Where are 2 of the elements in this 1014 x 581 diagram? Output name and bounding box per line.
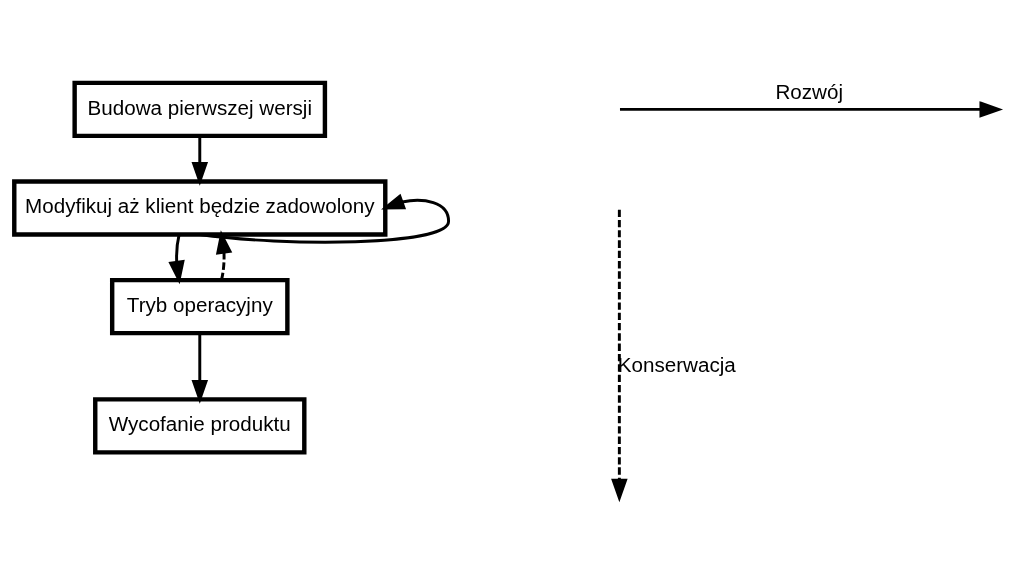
legend-label: Rozwój xyxy=(775,79,844,103)
legend-label: Konserwacja xyxy=(617,352,736,376)
